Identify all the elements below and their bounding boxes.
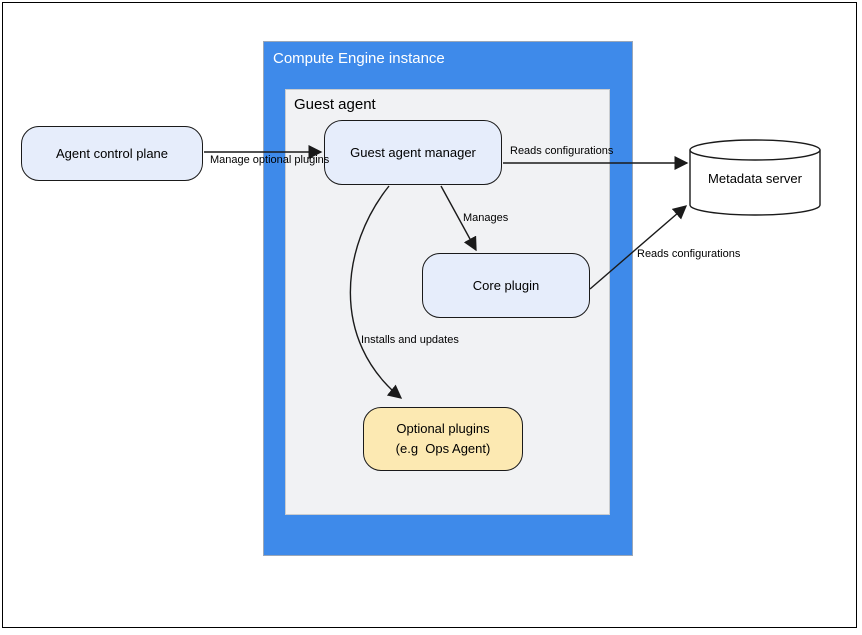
guest-agent-manager-label: Guest agent manager (350, 144, 476, 160)
edge-label-installs-and-updates: Installs and updates (361, 334, 459, 346)
optional-plugins-label-line1: Optional plugins (396, 421, 490, 436)
diagram-outer-border (2, 2, 857, 628)
edge-label-gam-reads-configurations: Reads configurations (510, 145, 614, 157)
edge-label-core-reads-configurations: Reads configurations (637, 248, 741, 260)
node-optional-plugins: Optional plugins (e.g Ops Agent) (363, 407, 523, 471)
optional-plugins-label-line2: (e.g Ops Agent) (395, 441, 491, 456)
metadata-server-label: Metadata server (708, 171, 802, 186)
compute-engine-instance-title: Compute Engine instance (273, 50, 445, 67)
node-agent-control-plane: Agent control plane (21, 126, 203, 181)
agent-control-plane-label: Agent control plane (55, 145, 169, 161)
node-guest-agent-manager: Guest agent manager (324, 120, 502, 185)
guest-agent-title: Guest agent (294, 96, 376, 113)
edge-label-manage-optional-plugins: Manage optional plugins (210, 154, 330, 166)
core-plugin-label: Core plugin (472, 277, 540, 293)
node-core-plugin: Core plugin (422, 253, 590, 318)
edge-label-manages: Manages (463, 212, 509, 224)
